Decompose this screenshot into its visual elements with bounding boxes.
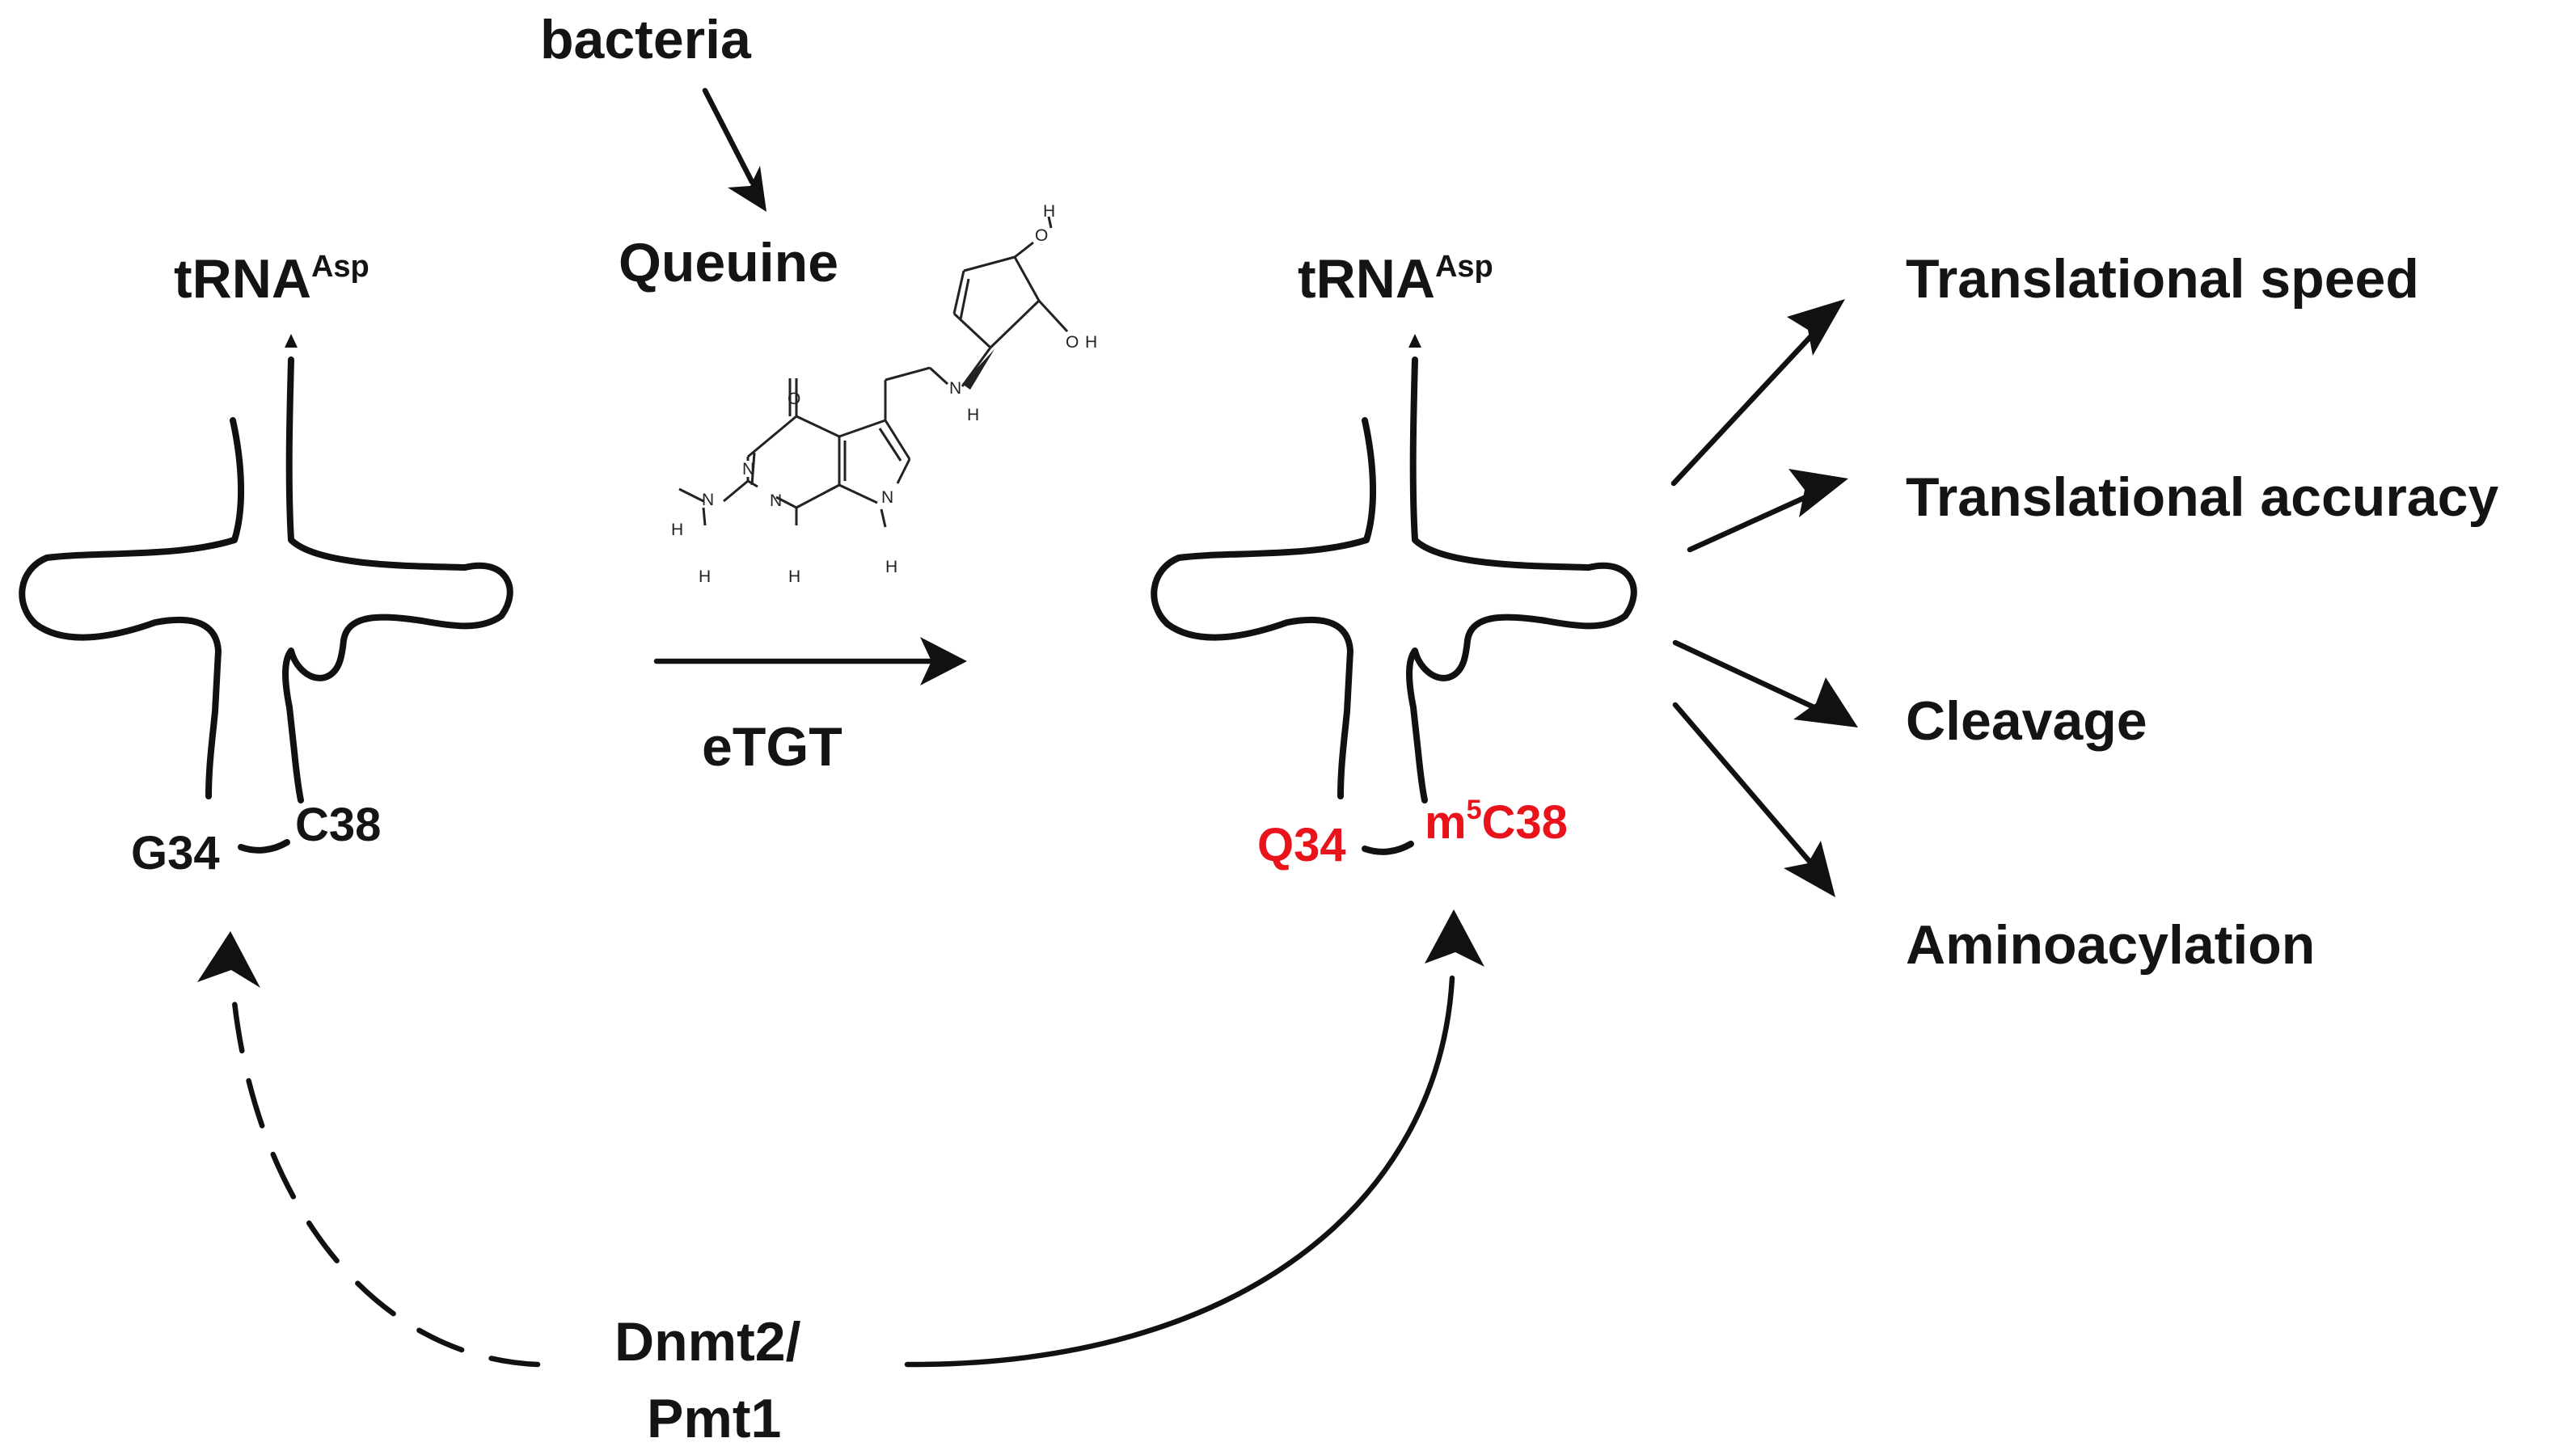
trna-left-acceptor (282, 356, 513, 803)
mol-o-hydroxyl-1: O (1035, 226, 1048, 245)
dnmt2-dashed-arc-to-left (231, 999, 541, 1368)
trna-right-acceptor (1406, 356, 1637, 803)
arrow-head-translational-accuracy (1788, 469, 1848, 517)
arrow-to-cleavage (1672, 639, 1822, 713)
mol-n7: N (881, 488, 893, 507)
bacteria-to-queuine-arrow (702, 87, 755, 185)
arrow-to-aminoacylation (1672, 702, 1814, 867)
effect-translational-speed: Translational speed (1906, 248, 2419, 310)
trna-left-anticodon-loop (238, 839, 290, 854)
mol-n1: N (770, 491, 782, 510)
arrow-to-translational-accuracy (1687, 491, 1814, 553)
mol-h-amino-1: H (671, 521, 683, 539)
etgt-label: eTGT (702, 716, 842, 778)
effect-cleavage: Cleavage (1906, 690, 2147, 752)
arrow-to-translational-speed (1670, 324, 1822, 487)
mol-h-n7: H (885, 558, 897, 576)
mol-h-hydroxyl-1: H (1043, 202, 1055, 221)
mol-o-hydroxyl-2: O (1066, 333, 1079, 352)
etgt-arrow-head (920, 637, 967, 685)
trna-left-outline (19, 417, 245, 799)
mol-n-amine: N (949, 379, 961, 398)
arrow-head-aminoacylation (1784, 841, 1835, 897)
arrow-head-translational-speed (1787, 299, 1845, 356)
trna-left-g34: G34 (131, 827, 220, 879)
trna-right-acceptor-tip (1408, 334, 1421, 348)
mol-h-amine: H (967, 406, 979, 424)
dnmt2-label-line1: Dnmt2/ (614, 1311, 801, 1373)
dnmt2-dashed-arc-head (197, 931, 260, 988)
trna-left: tRNAAsp G34 C38 (19, 248, 513, 879)
dnmt2-label-line2: Pmt1 (647, 1388, 781, 1449)
mol-h-hydroxyl-2: H (1085, 333, 1097, 352)
mol-n3: N (742, 460, 754, 479)
trna-left-label: tRNAAsp (174, 248, 370, 310)
dnmt2-solid-arc-to-right (904, 975, 1455, 1368)
trna-right-anticodon-loop (1362, 841, 1414, 855)
mol-h-amino-2: H (699, 567, 711, 586)
mol-n-amino: N (702, 491, 714, 509)
mol-o-carbonyl: O (788, 390, 800, 408)
trna-right: tRNAAsp Q34 m5C38 (1151, 248, 1637, 871)
mol-h-n1: H (788, 567, 800, 586)
queuine-structure (678, 216, 1069, 528)
queuine-wedge (962, 349, 995, 390)
trna-right-outline (1151, 417, 1377, 799)
bacteria-arrow-head (728, 166, 766, 212)
queuine-label: Queuine (619, 232, 838, 293)
arrow-head-cleavage (1793, 677, 1858, 728)
bacteria-label: bacteria (540, 9, 752, 70)
trna-right-m5c38: m5C38 (1425, 795, 1568, 849)
trna-left-c38: C38 (295, 799, 381, 851)
effect-translational-accuracy: Translational accuracy (1906, 466, 2498, 528)
trna-left-acceptor-tip (285, 334, 298, 348)
effect-aminoacylation: Aminoacylation (1906, 914, 2315, 976)
trna-right-label: tRNAAsp (1298, 248, 1493, 310)
dnmt2-solid-arc-head (1425, 909, 1484, 967)
trna-right-q34: Q34 (1257, 819, 1346, 871)
